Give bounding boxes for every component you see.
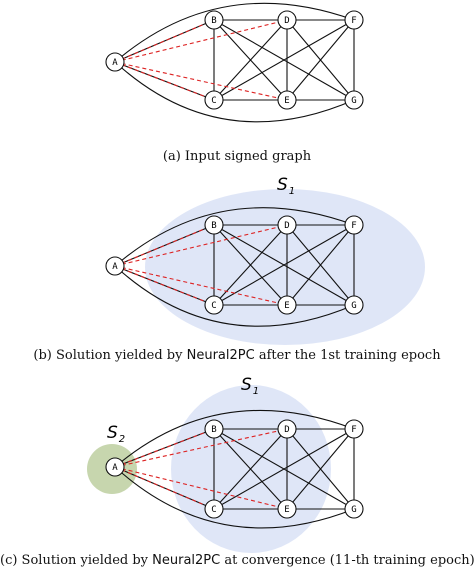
node-label-E: E bbox=[284, 96, 289, 106]
node-F bbox=[344, 215, 364, 235]
neg-edge-A-C bbox=[114, 466, 215, 510]
node-F bbox=[344, 10, 364, 30]
curved-edge-bottom bbox=[114, 61, 355, 123]
node-label-A: A bbox=[112, 262, 118, 272]
node-label-C: C bbox=[211, 505, 216, 515]
edge-E-F bbox=[286, 224, 355, 306]
curved-edge-top bbox=[114, 2, 355, 63]
caption-b-post: after the 1st training epoch bbox=[254, 348, 441, 363]
neg-edge-A-B bbox=[114, 224, 215, 267]
neg-edge-A-C bbox=[114, 61, 215, 101]
edge-E-F bbox=[286, 428, 355, 510]
neg-edge-A-D bbox=[114, 224, 288, 267]
node-label-F: F bbox=[351, 221, 356, 231]
node-label-B: B bbox=[211, 425, 216, 435]
node-D bbox=[277, 215, 297, 235]
node-label-C: C bbox=[211, 96, 216, 106]
node-D bbox=[277, 10, 297, 30]
node-label-G: G bbox=[351, 301, 356, 311]
node-label-E: E bbox=[284, 505, 289, 515]
neg-edge-A-C bbox=[114, 265, 215, 306]
node-C bbox=[204, 90, 224, 110]
node-label-C: C bbox=[211, 301, 216, 311]
node-G bbox=[344, 295, 364, 315]
caption-b-pre: (b) Solution yielded by bbox=[33, 348, 187, 363]
node-label-B: B bbox=[211, 221, 216, 231]
graph-panel-b: S1A B C D E F G bbox=[105, 175, 425, 345]
node-C bbox=[204, 295, 224, 315]
set-label-s1: S1 bbox=[277, 175, 295, 197]
node-label-D: D bbox=[284, 221, 289, 231]
neg-edge-A-D bbox=[114, 428, 288, 468]
set-label-s2: S2 bbox=[107, 423, 125, 445]
neg-edge-A-D bbox=[114, 19, 288, 63]
node-label-D: D bbox=[284, 425, 289, 435]
node-F bbox=[344, 419, 364, 439]
edge-C-F bbox=[213, 224, 355, 306]
neg-edge-A-B bbox=[114, 19, 215, 63]
node-G bbox=[344, 90, 364, 110]
graph-panel-a: A B C D E F G bbox=[105, 2, 364, 123]
edge-C-F bbox=[213, 19, 355, 101]
curved-edge-top bbox=[114, 207, 355, 267]
curved-edge-bottom bbox=[114, 265, 355, 327]
node-A bbox=[105, 457, 125, 477]
node-A bbox=[105, 256, 125, 276]
caption-c-model: Neural2PC bbox=[152, 553, 221, 568]
node-label-E: E bbox=[284, 301, 289, 311]
node-label-G: G bbox=[351, 96, 356, 106]
curved-edge-bottom bbox=[114, 466, 355, 529]
neg-edge-A-E bbox=[114, 265, 288, 306]
node-label-F: F bbox=[351, 16, 356, 26]
set-region-s1 bbox=[145, 189, 425, 345]
caption-a-text: (a) Input signed graph bbox=[162, 149, 312, 164]
caption-c-pre: (c) Solution yielded by bbox=[0, 553, 153, 568]
caption-c-post: at convergence (11-th training epoch) bbox=[220, 553, 474, 568]
neg-edge-A-E bbox=[114, 466, 288, 510]
neg-edge-A-E bbox=[114, 61, 288, 101]
node-label-B: B bbox=[211, 16, 216, 26]
edge-E-F bbox=[286, 19, 355, 101]
node-A bbox=[105, 52, 125, 72]
node-D bbox=[277, 419, 297, 439]
node-B bbox=[204, 10, 224, 30]
node-E bbox=[277, 295, 297, 315]
node-B bbox=[204, 215, 224, 235]
node-label-F: F bbox=[351, 425, 356, 435]
caption-b: (b) Solution yielded by Neural2PC after … bbox=[0, 348, 474, 363]
node-C bbox=[204, 499, 224, 519]
set-label-s1: S1 bbox=[241, 375, 259, 397]
node-G bbox=[344, 499, 364, 519]
caption-b-model: Neural2PC bbox=[186, 348, 255, 363]
caption-a: (a) Input signed graph bbox=[0, 149, 474, 164]
node-label-D: D bbox=[284, 16, 289, 26]
node-label-A: A bbox=[112, 58, 118, 68]
edge-C-F bbox=[213, 428, 355, 510]
node-label-A: A bbox=[112, 463, 118, 473]
node-E bbox=[277, 90, 297, 110]
edge-C-D bbox=[213, 428, 288, 510]
caption-c: (c) Solution yielded by Neural2PC at con… bbox=[0, 553, 474, 568]
node-label-G: G bbox=[351, 505, 356, 515]
node-B bbox=[204, 419, 224, 439]
node-E bbox=[277, 499, 297, 519]
curved-edge-top bbox=[114, 409, 355, 468]
neg-edge-A-B bbox=[114, 428, 215, 468]
